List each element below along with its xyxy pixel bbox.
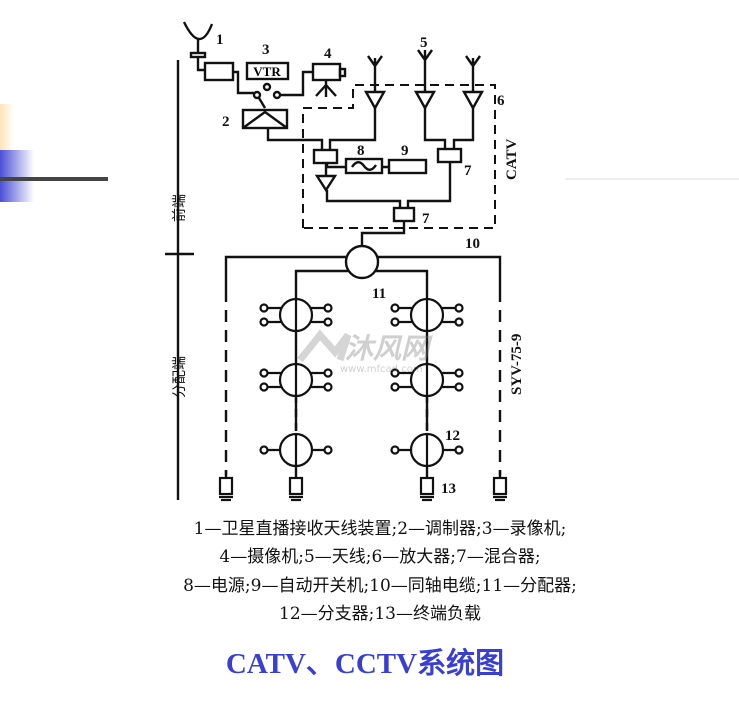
- coax-cable: [360, 221, 406, 246]
- camera-icon: [311, 62, 347, 97]
- label-8: 8: [357, 143, 365, 159]
- label-10: 10: [465, 236, 480, 252]
- page-title: CATV、CCTV系统图: [225, 648, 505, 680]
- tap-off-icon: [390, 362, 464, 398]
- outlet-icon: [454, 317, 464, 327]
- outlet-icon: [454, 445, 464, 455]
- switch-arm: [257, 97, 267, 109]
- outlet-icon: [323, 368, 333, 378]
- catv-dashed-boundary: [302, 84, 496, 229]
- antenna-icon: [363, 55, 387, 111]
- wire: [325, 190, 402, 208]
- label-12: 12: [445, 428, 460, 444]
- amplifier-icon: [314, 174, 338, 193]
- label-2: 2: [222, 114, 230, 130]
- antenna-icon: [413, 49, 437, 111]
- outlet-icon: [390, 368, 400, 378]
- mixer-box: [312, 148, 339, 165]
- wire: [423, 108, 447, 149]
- outlet-icon: [390, 445, 400, 455]
- legend-line: 8—电源;9—自动开关机;10—同轴电缆;11—分配器;: [183, 576, 577, 596]
- mixer-box: [392, 206, 416, 223]
- outlet-icon: [259, 317, 269, 327]
- outlet-icon: [259, 382, 269, 392]
- cable-type-label: SYV-75-9: [509, 334, 525, 395]
- terminal-load-icon: [492, 476, 508, 502]
- outlet-icon: [454, 303, 464, 313]
- auto-switch-box: [387, 158, 428, 175]
- label-3: 3: [262, 42, 270, 58]
- outlet-icon: [259, 368, 269, 378]
- outlet-icon: [323, 317, 333, 327]
- outlet-icon: [454, 382, 464, 392]
- outlet-icon: [390, 382, 400, 392]
- tap-off-icon: [259, 297, 333, 333]
- switch-contact-right: [272, 90, 282, 100]
- wire: [452, 108, 475, 149]
- svg-text:沐风网: 沐风网: [345, 332, 433, 365]
- label-7: 7: [464, 163, 472, 179]
- watermark-logo: 沐风网 www.mfcad.com: [297, 329, 433, 375]
- label-13: 13: [441, 481, 456, 497]
- catv-label: CATV: [504, 138, 520, 180]
- receiver-box: [203, 61, 235, 82]
- label-1: 1: [216, 32, 224, 48]
- label-9: 9: [401, 143, 409, 159]
- outlet-icon: [390, 317, 400, 327]
- outlet-icon: [323, 382, 333, 392]
- wire: [266, 128, 324, 150]
- outlet-icon: [454, 368, 464, 378]
- label-6: 6: [497, 93, 505, 109]
- outlet-icon: [259, 445, 269, 455]
- switch-contact-left: [252, 90, 262, 100]
- front-end-label: 前端: [171, 194, 188, 222]
- wire: [280, 70, 313, 97]
- label-4: 4: [324, 46, 332, 62]
- trunk-cable: [224, 255, 502, 290]
- label-5: 5: [420, 35, 428, 51]
- vtr-output: [262, 82, 272, 92]
- splitter-icon: [344, 244, 380, 280]
- label-11: 11: [372, 286, 386, 302]
- outlet-icon: [259, 303, 269, 313]
- outlet-icon: [390, 303, 400, 313]
- antenna-icon: [461, 55, 485, 111]
- tap-off-icon: [259, 362, 333, 398]
- outlet-icon: [323, 445, 333, 455]
- vtr-label: VTR: [253, 64, 281, 79]
- outlet-icon: [323, 303, 333, 313]
- tap-off-icon: [390, 297, 464, 333]
- tap-off-icon: [390, 432, 464, 468]
- satellite-dish-icon: [182, 21, 214, 72]
- mixer-box: [436, 147, 463, 164]
- terminal-load-icon: [218, 476, 234, 502]
- label-7: 7: [422, 211, 430, 227]
- slide-divider-right: [565, 178, 739, 180]
- wire: [406, 162, 452, 208]
- svg-text:www.mfcad.com: www.mfcad.com: [340, 364, 423, 375]
- tap-off-icon: [259, 432, 333, 468]
- legend-line: 12—分支器;13—终端负载: [279, 604, 481, 624]
- legend-line: 4—摄像机;5—天线;6—放大器;7—混合器;: [219, 547, 541, 567]
- vtr-box: [245, 61, 290, 81]
- distribution-end-label: 分配端: [172, 356, 188, 398]
- terminal-load-icon: [288, 476, 304, 502]
- slide-decoration-yellow: [0, 104, 14, 150]
- wire: [328, 108, 377, 150]
- slide-divider-left: [0, 177, 108, 181]
- sine-icon: [351, 161, 377, 171]
- terminal-load-icon: [419, 476, 435, 502]
- legend-line: 1—卫星直播接收天线装置;2—调制器;3—录像机;: [193, 519, 567, 539]
- wire: [233, 70, 254, 95]
- slide-decoration-blue: [0, 150, 34, 202]
- modulator-icon: [241, 108, 289, 130]
